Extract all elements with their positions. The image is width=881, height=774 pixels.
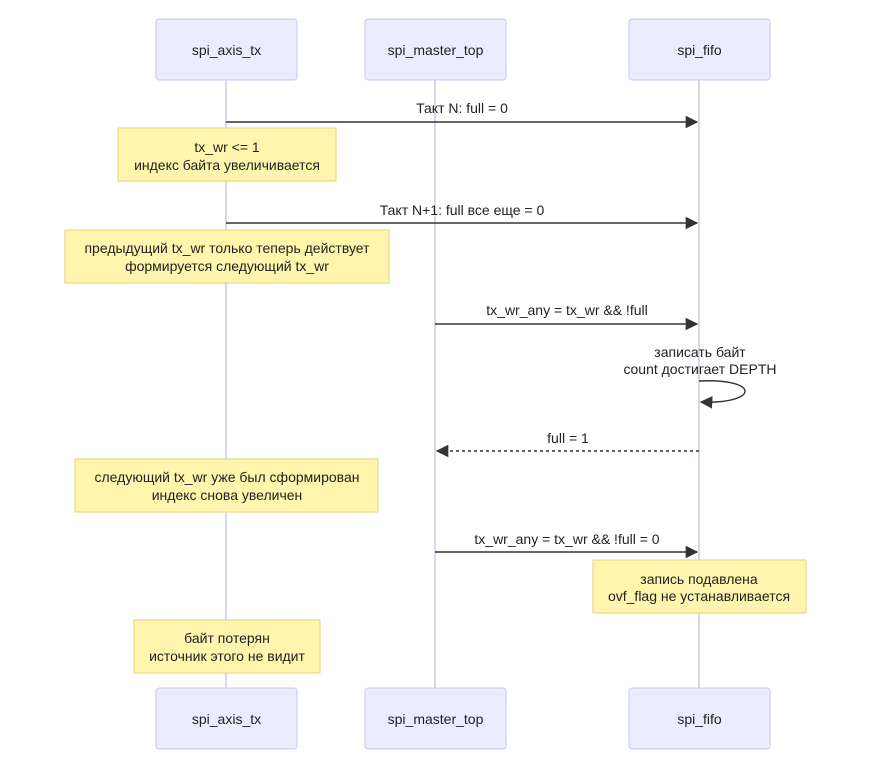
note-line: предыдущий tx_wr только теперь действует [84, 240, 370, 256]
note-line: формируется следующий tx_wr [125, 258, 329, 274]
note-line: индекс байта увеличивается [134, 157, 320, 173]
note-line: ovf_flag не устанавливается [608, 588, 790, 604]
note-5: байт потерян источник этого не видит [133, 619, 321, 674]
message-label: записать байт [654, 344, 746, 360]
message-6: tx_wr_any = tx_wr && !full = 0 [435, 531, 699, 559]
note-4: запись подавлена ovf_flag не устанавлива… [592, 559, 807, 614]
note-line: индекс снова увеличен [152, 487, 303, 503]
note-line: следующий tx_wr уже был сформирован [95, 469, 360, 485]
actor-label: spi_axis_tx [192, 711, 261, 727]
message-label: tx_wr_any = tx_wr && !full = 0 [474, 531, 659, 547]
message-1: Такт N: full = 0 [226, 100, 699, 129]
message-2: Такт N+1: full все еще = 0 [226, 202, 699, 230]
actor-top-spi-fifo: spi_fifo [628, 18, 771, 81]
actor-bottom-spi-master-top: spi_master_top [364, 687, 507, 750]
message-5: full = 1 [435, 430, 699, 458]
actor-label: spi_fifo [677, 42, 722, 58]
message-label: Такт N: full = 0 [416, 100, 508, 116]
note-line: байт потерян [184, 630, 270, 646]
actor-bottom-spi-axis-tx: spi_axis_tx [155, 687, 298, 750]
message-label: tx_wr_any = tx_wr && !full [486, 302, 647, 318]
actor-label: spi_axis_tx [192, 42, 261, 58]
note-2: предыдущий tx_wr только теперь действует… [64, 229, 390, 284]
note-line: источник этого не видит [149, 648, 305, 664]
actor-top-spi-master-top: spi_master_top [364, 18, 507, 81]
message-label: full = 1 [547, 430, 589, 446]
actor-label: spi_master_top [388, 42, 484, 58]
message-3: tx_wr_any = tx_wr && !full [435, 302, 699, 331]
actor-label: spi_master_top [388, 711, 484, 727]
self-loop-arrow [698, 380, 746, 409]
note-line: tx_wr <= 1 [194, 139, 260, 155]
actor-bottom-spi-fifo: spi_fifo [628, 687, 771, 750]
message-4-self: записать байт count достигает DEPTH [624, 344, 777, 409]
message-label: count достигает DEPTH [624, 361, 777, 377]
note-line: запись подавлена [640, 571, 758, 587]
note-1: tx_wr <= 1 индекс байта увеличивается [117, 127, 337, 182]
message-label: Такт N+1: full все еще = 0 [380, 202, 545, 218]
actor-label: spi_fifo [677, 711, 722, 727]
actor-top-spi-axis-tx: spi_axis_tx [155, 18, 298, 81]
note-3: следующий tx_wr уже был сформирован инде… [74, 458, 379, 513]
